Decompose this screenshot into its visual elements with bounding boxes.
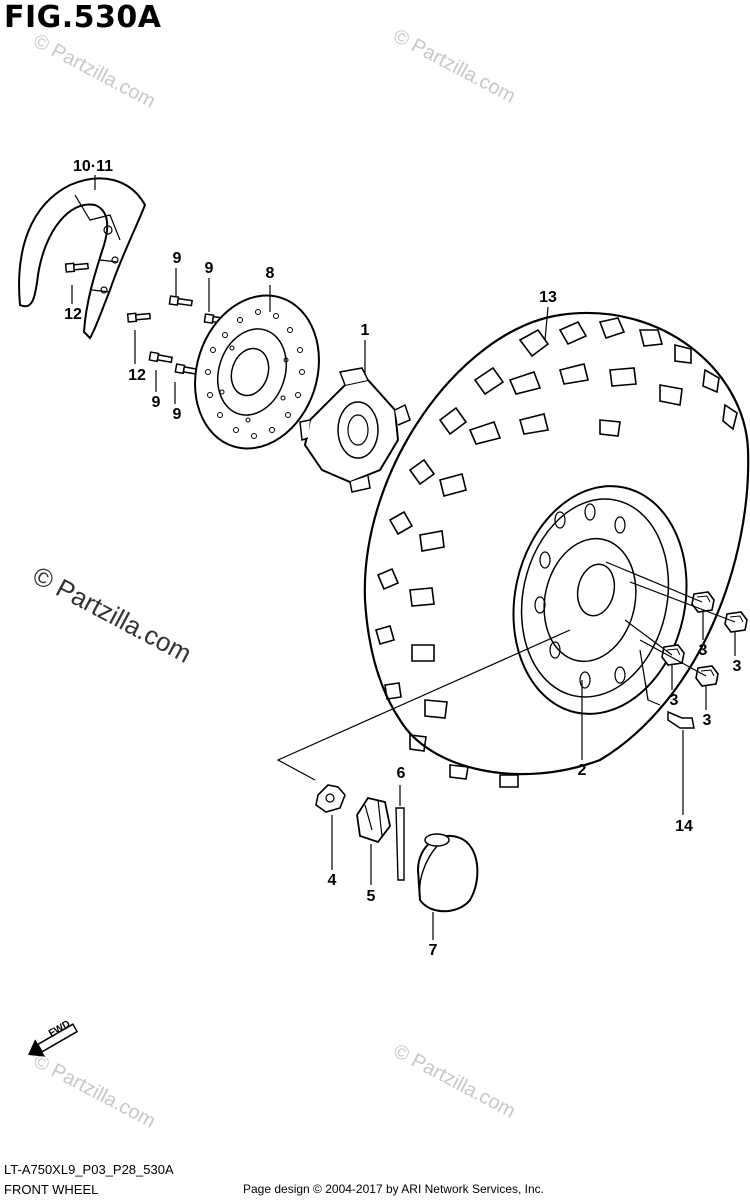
page-design-credit: Page design © 2004-2017 by ARI Network S… [243,1182,545,1196]
brake-guard [18,177,147,340]
callout-9: 9 [172,250,182,267]
callout-9: 9 [151,394,161,411]
fwd-arrow [28,1023,79,1057]
wheel-nut [695,665,719,687]
callout-1: 1 [360,322,370,339]
callout-2: 2 [577,762,587,779]
callout-9: 9 [204,260,214,277]
tire-valve [667,710,695,729]
callout-10-11: 10·11 [72,158,114,175]
callout-4: 4 [327,872,337,889]
callout-8: 8 [265,265,275,282]
figure-title: FIG.530A [4,0,162,35]
wheel-nut [724,611,748,633]
washer [315,784,346,813]
callout-5: 5 [366,888,376,905]
bolt-9 [148,351,174,365]
cotter-pin [395,807,405,881]
callout-3: 3 [732,658,742,675]
callout-3: 3 [702,712,712,729]
wheel-nut [691,591,715,613]
callout-3: 3 [698,642,708,659]
callout-9: 9 [172,406,182,423]
castle-nut [356,796,391,844]
bolt-12-upper [64,261,90,273]
callout-6: 6 [396,765,406,782]
callout-7: 7 [428,942,438,959]
bolt-12-lower [126,311,152,323]
tire [363,311,750,788]
callout-12: 12 [128,367,146,384]
figure-name: FRONT WHEEL [4,1182,99,1197]
leader-lines [71,175,736,940]
callout-12: 12 [64,306,82,323]
wheel-hub [299,367,411,493]
callout-13: 13 [539,289,557,306]
brake-disc [194,294,320,450]
hub-cap [416,833,479,913]
callout-14: 14 [675,818,693,835]
callout-3: 3 [669,692,679,709]
bolt-9 [168,295,194,308]
figure-code: LT-A750XL9_P03_P28_530A [4,1162,174,1177]
